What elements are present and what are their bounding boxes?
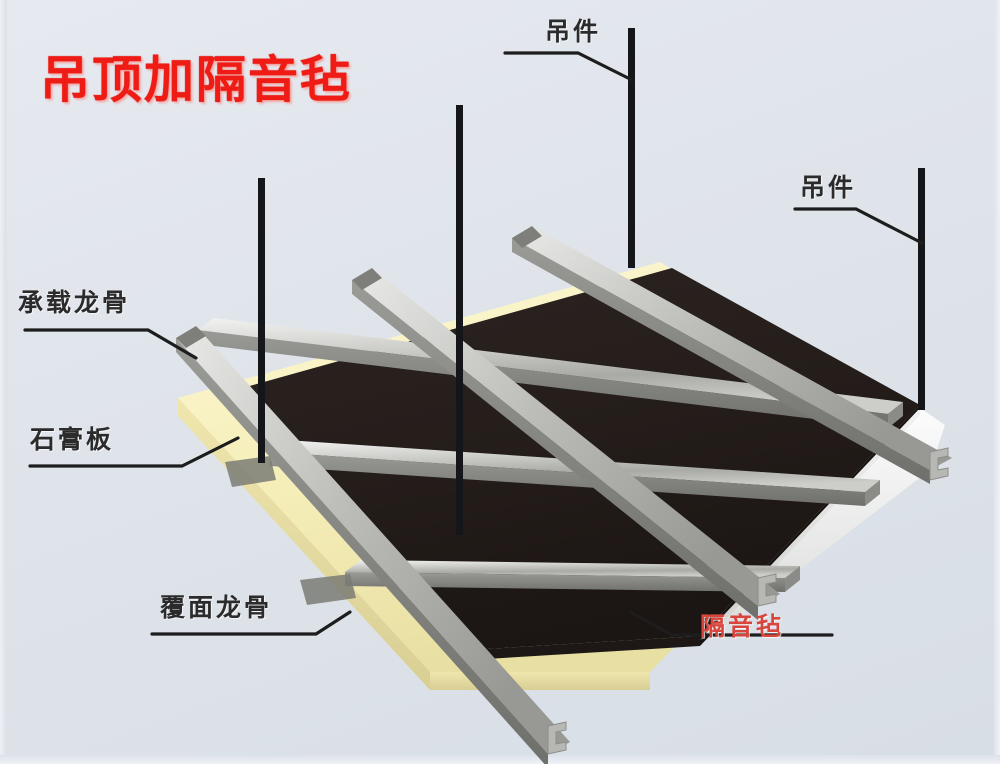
leader-furring	[150, 610, 352, 636]
label-hanger-top: 吊件	[545, 17, 602, 46]
hanger-rod-left	[258, 178, 265, 463]
hanger-rod-right	[918, 168, 925, 410]
page-title: 吊顶加隔音毡	[40, 51, 352, 109]
hanger-rod-upper	[628, 28, 635, 268]
furring-channel	[345, 560, 800, 592]
main-runner-channel	[176, 326, 570, 764]
leader-hanger-top	[503, 51, 634, 82]
hanger-rod-center	[456, 105, 463, 535]
leader-gypsum	[28, 436, 240, 468]
page-edge-bottom	[0, 755, 1000, 764]
leader-line-group	[23, 51, 924, 637]
label-soundproof-felt: 隔音毡	[700, 612, 785, 641]
label-hanger-right: 吊件	[800, 173, 857, 202]
page-edge-right	[994, 0, 1000, 764]
leader-hanger-right	[793, 207, 924, 245]
hanger-rod-group	[258, 28, 925, 535]
label-furring: 覆面龙骨	[160, 593, 273, 622]
leader-felt	[628, 610, 834, 637]
main-runner-channel	[512, 226, 952, 484]
channel-shadow-group	[225, 456, 356, 605]
page-edge-left	[0, 0, 7, 764]
furring-channel	[198, 318, 903, 428]
leader-main-runner	[23, 328, 198, 360]
label-main-runner: 承载龙骨	[18, 288, 131, 317]
label-gypsum-board: 石膏板	[30, 425, 115, 454]
